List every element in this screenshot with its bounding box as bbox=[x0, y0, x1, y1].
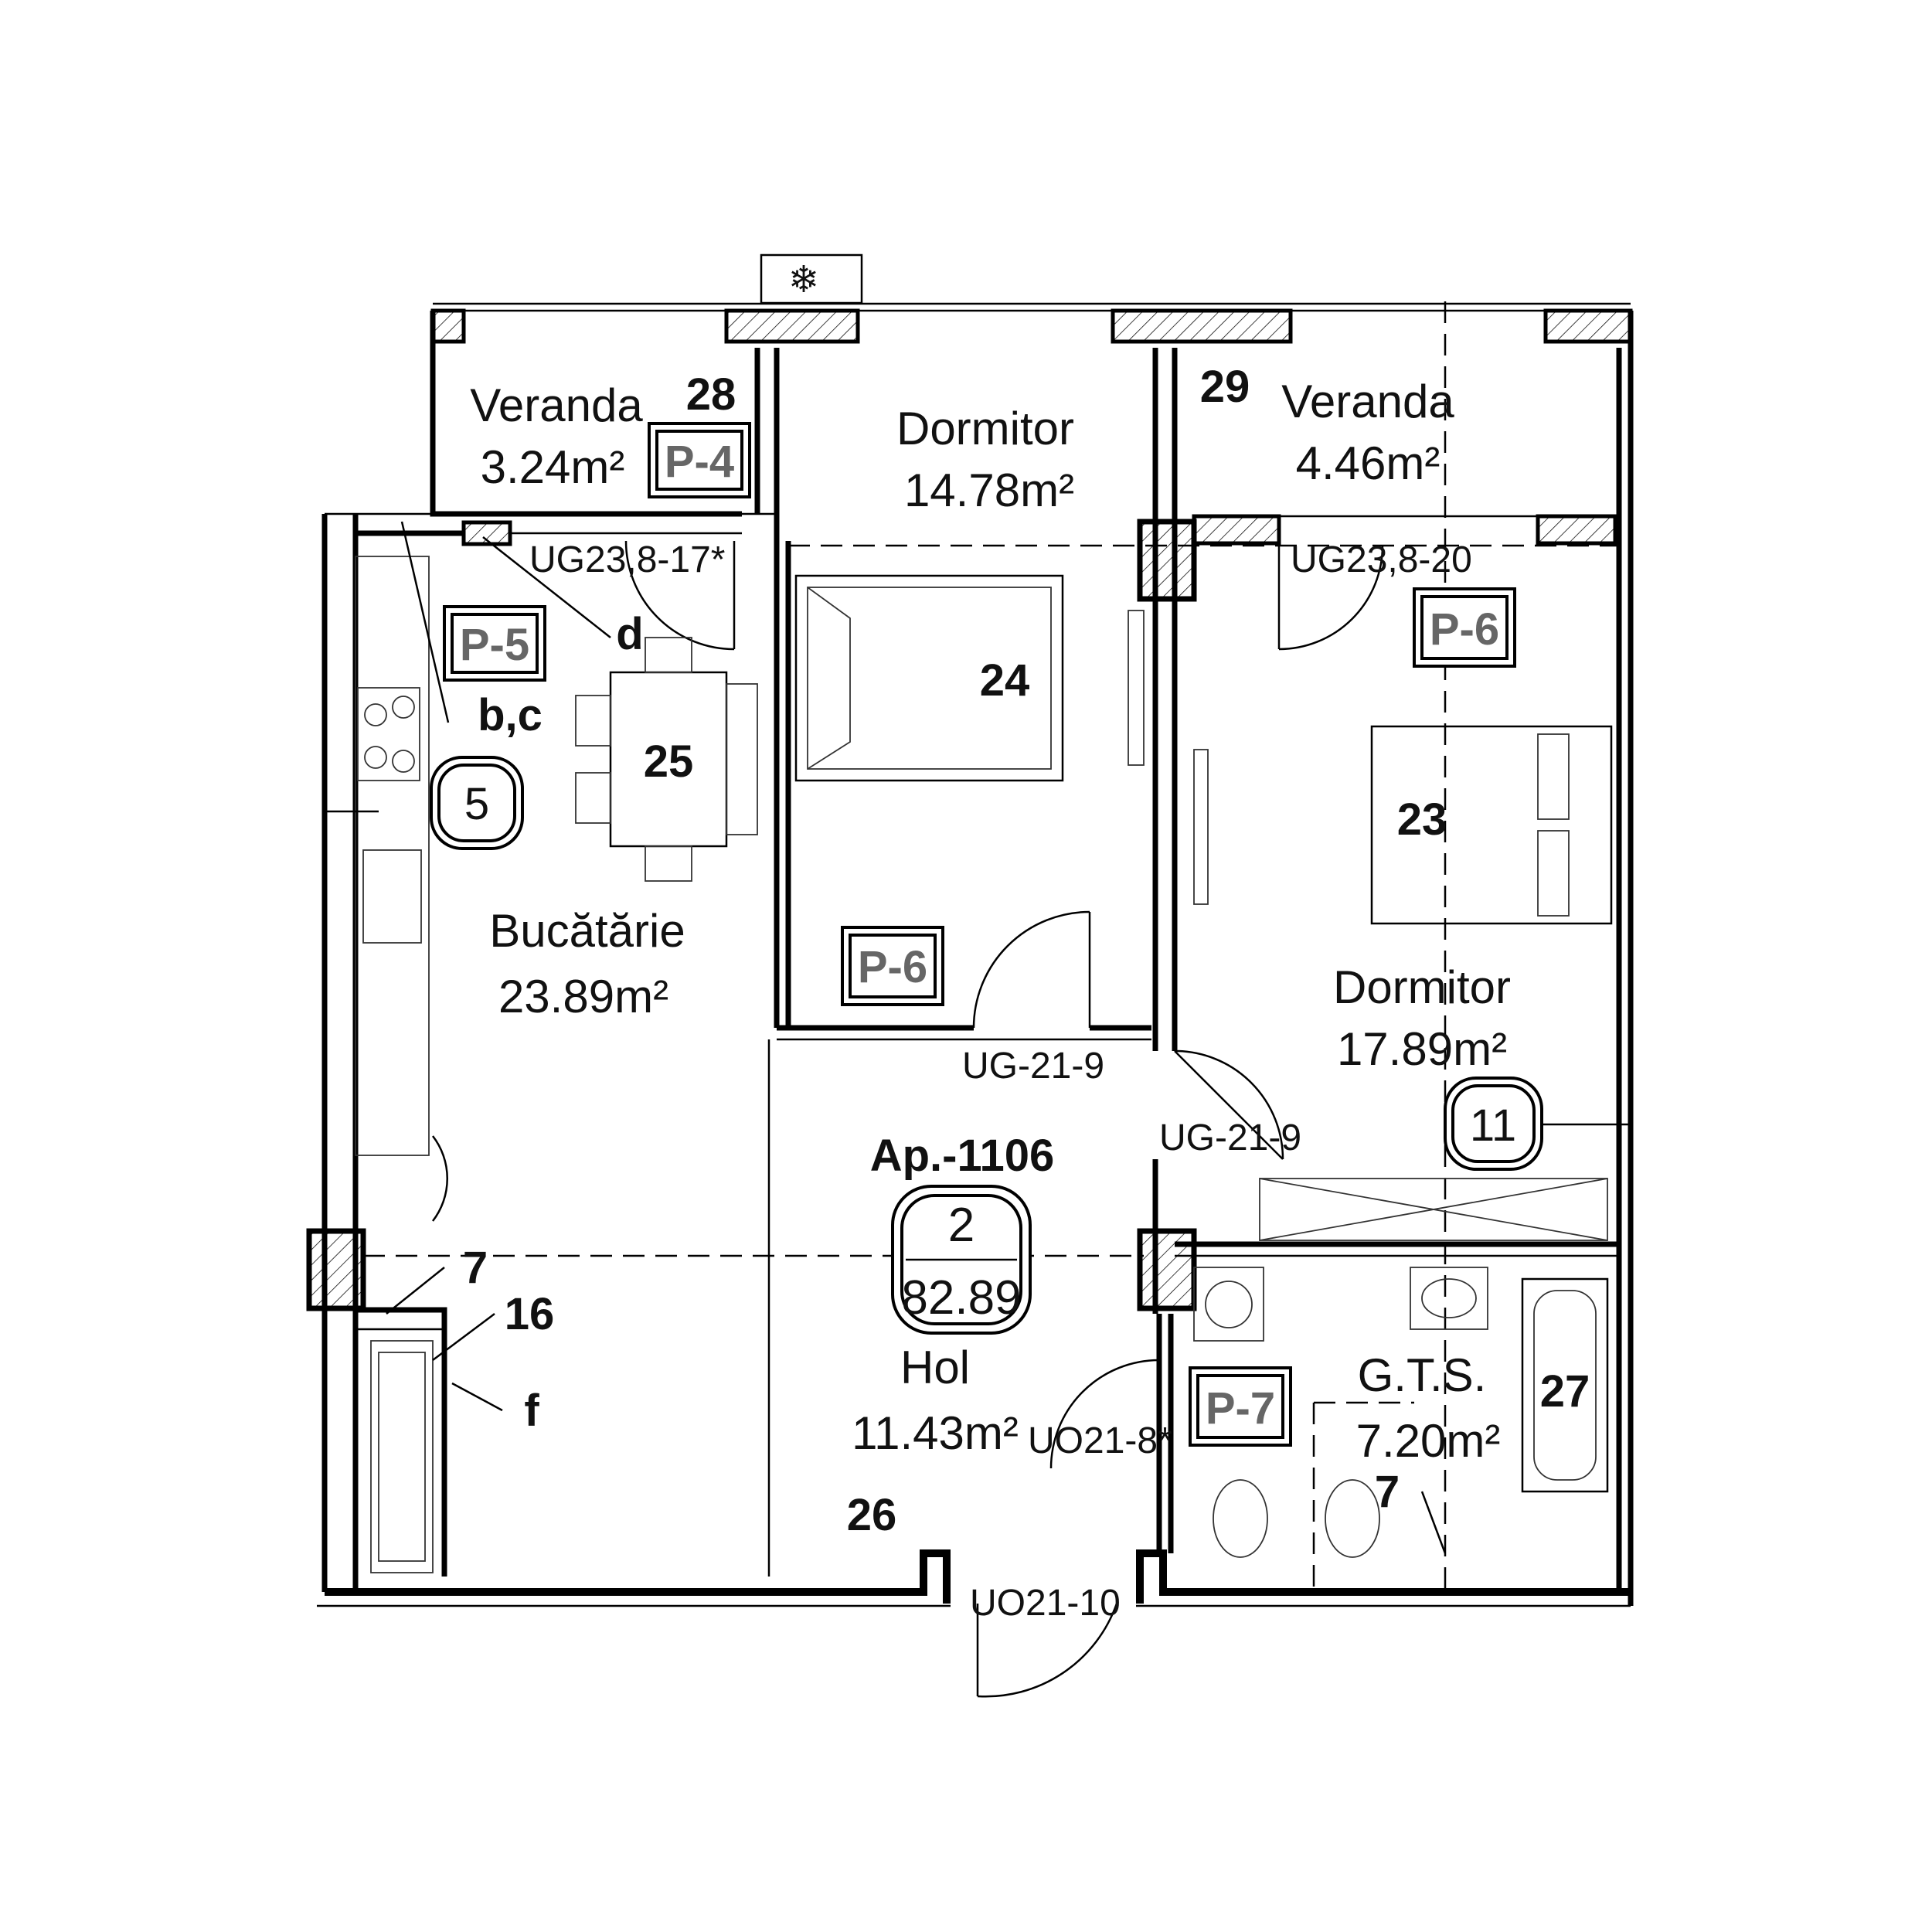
room-dormitor-right: Dormitor 17.89m² bbox=[1333, 961, 1511, 1075]
svg-text:G.T.S.: G.T.S. bbox=[1358, 1349, 1487, 1401]
bidet bbox=[1325, 1479, 1380, 1558]
svg-text:P-5: P-5 bbox=[460, 620, 529, 670]
room-bucatarie: Bucătărie 23.89m² bbox=[489, 905, 685, 1022]
apartment-badge: Ap.-1106 2 82.89 bbox=[870, 1131, 1055, 1335]
tag-p4: P-4 bbox=[648, 422, 751, 498]
tag-p5: P-5 bbox=[443, 605, 546, 682]
svg-text:P-4: P-4 bbox=[665, 437, 734, 487]
svg-text:11: 11 bbox=[1470, 1100, 1516, 1151]
tag-p7: P-7 bbox=[1189, 1366, 1292, 1447]
room-dormitor-top: Dormitor 14.78m² bbox=[896, 403, 1074, 516]
door-label-ug21-9-b: UG-21-9 bbox=[1159, 1117, 1301, 1158]
marker-25: 25 bbox=[644, 736, 694, 787]
room-veranda-left: Veranda 3.24m² bbox=[470, 379, 643, 493]
bed-top bbox=[794, 574, 1064, 782]
leader-7 bbox=[386, 1267, 445, 1315]
svg-text:P-6: P-6 bbox=[1430, 604, 1499, 655]
room-veranda-right: Veranda 4.46m² bbox=[1281, 376, 1454, 489]
marker-23: 23 bbox=[1397, 794, 1447, 845]
marker-27: 27 bbox=[1540, 1366, 1590, 1417]
svg-text:23.89m²: 23.89m² bbox=[498, 971, 668, 1022]
svg-text:14.78m²: 14.78m² bbox=[904, 464, 1074, 516]
svg-text:4.46m²: 4.46m² bbox=[1296, 437, 1440, 489]
snowflake-icon: ❄ bbox=[788, 260, 819, 301]
room-hol: Hol 11.43m² bbox=[852, 1342, 1019, 1459]
door-label-uo21-8: UO21-8* bbox=[1028, 1420, 1172, 1461]
interior-walls bbox=[355, 348, 1619, 1577]
tag-p6-right: P-6 bbox=[1413, 587, 1516, 668]
furniture: ❄ bbox=[355, 253, 1613, 1573]
svg-text:P-6: P-6 bbox=[858, 942, 927, 992]
circle-5: 5 bbox=[430, 756, 524, 850]
tag-p6-center: P-6 bbox=[841, 926, 944, 1006]
marker-bc: b,c bbox=[478, 690, 543, 740]
door-label-ug21-9-a: UG-21-9 bbox=[962, 1046, 1104, 1087]
bathtub bbox=[1521, 1277, 1609, 1493]
svg-text:7.20m²: 7.20m² bbox=[1356, 1415, 1501, 1467]
stove bbox=[357, 687, 420, 781]
door-swings bbox=[432, 540, 1384, 1698]
marker-f: f bbox=[524, 1386, 539, 1436]
total-area: 82.89 bbox=[901, 1271, 1021, 1325]
leader-bc bbox=[400, 521, 450, 723]
svg-text:Dormitor: Dormitor bbox=[896, 403, 1074, 454]
svg-text:P-7: P-7 bbox=[1206, 1383, 1275, 1434]
marker-d: d bbox=[616, 609, 643, 659]
door-label-ug23-17: UG23,8-17* bbox=[529, 539, 725, 580]
room-gts: G.T.S. 7.20m² bbox=[1356, 1349, 1501, 1467]
ac-unit bbox=[760, 253, 863, 304]
svg-text:11.43m²: 11.43m² bbox=[852, 1407, 1019, 1459]
toilet bbox=[1213, 1479, 1268, 1558]
marker-29: 29 bbox=[1200, 362, 1250, 412]
door-label-uo21-10: UO21-10 bbox=[970, 1583, 1121, 1624]
svg-text:Dormitor: Dormitor bbox=[1333, 961, 1511, 1013]
leader-16 bbox=[432, 1313, 495, 1361]
door-label-ug23-20: UG23,8-20 bbox=[1291, 539, 1472, 580]
svg-text:Veranda: Veranda bbox=[470, 379, 643, 431]
svg-text:Bucătărie: Bucătărie bbox=[489, 905, 685, 957]
svg-text:Veranda: Veranda bbox=[1281, 376, 1454, 427]
marker-28: 28 bbox=[686, 369, 736, 420]
sink bbox=[362, 849, 422, 944]
marker-7-bath: 7 bbox=[1375, 1467, 1400, 1517]
svg-text:3.24m²: 3.24m² bbox=[481, 441, 625, 493]
bed-right bbox=[1370, 725, 1613, 925]
svg-text:5: 5 bbox=[464, 779, 489, 829]
leader-f bbox=[451, 1382, 503, 1412]
svg-text:17.89m²: 17.89m² bbox=[1337, 1023, 1507, 1075]
marker-16: 16 bbox=[505, 1289, 555, 1339]
marker-7-kitchen: 7 bbox=[463, 1243, 488, 1293]
svg-text:Hol: Hol bbox=[900, 1342, 970, 1393]
leader-7-bath bbox=[1420, 1491, 1447, 1554]
marker-24: 24 bbox=[980, 655, 1030, 706]
marker-26: 26 bbox=[847, 1490, 897, 1540]
rooms-count: 2 bbox=[948, 1199, 975, 1252]
circle-11: 11 bbox=[1444, 1077, 1543, 1171]
leader-d bbox=[482, 536, 611, 638]
apartment-id: Ap.-1106 bbox=[870, 1131, 1055, 1181]
